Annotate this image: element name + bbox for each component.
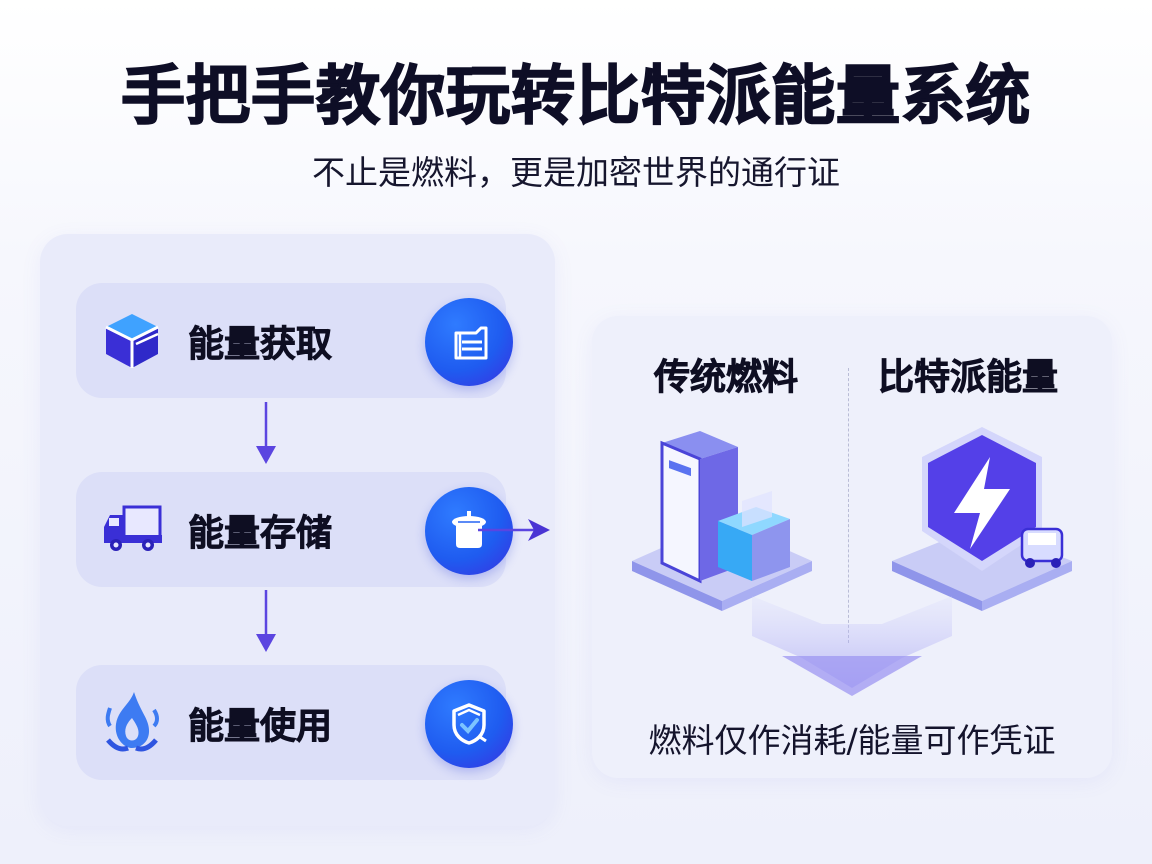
divider: [848, 368, 849, 643]
truck-icon: [104, 505, 162, 551]
arrow-down-icon: [256, 402, 276, 464]
merge-arrow-icon: [752, 596, 952, 696]
energy-flow-panel: 能量获取 能量存储: [40, 234, 555, 826]
comparison-caption: 燃料仅作消耗/能量可作凭证: [648, 721, 1056, 760]
flow-step-store[interactable]: 能量存储: [76, 472, 513, 587]
step-badge[interactable]: [425, 298, 513, 386]
storage-jar-icon: [452, 511, 486, 548]
arrow-down-icon: [256, 590, 276, 652]
shield-check-icon: [452, 703, 487, 745]
step-badge[interactable]: [425, 680, 513, 768]
flame-icon: [105, 692, 159, 752]
step-label: 能量使用: [188, 705, 333, 747]
traditional-fuel-title: 传统燃料: [653, 357, 799, 399]
flow-step-use[interactable]: 能量使用: [76, 665, 513, 780]
server-tower-icon: [632, 431, 812, 611]
bitpie-energy-title: 比特派能量: [877, 357, 1059, 399]
lightning-hexagon-icon: [892, 427, 1072, 611]
flow-step-acquire[interactable]: 能量获取: [76, 283, 513, 398]
page-title: 手把手教你玩转比特派能量系统: [120, 59, 1031, 135]
cube-icon: [105, 314, 159, 368]
comparison-panel: 传统燃料 比特派能量: [592, 316, 1112, 778]
step-label: 能量获取: [188, 323, 333, 365]
wallet-icon: [454, 326, 488, 360]
step-label: 能量存储: [188, 512, 333, 554]
arrow-right-icon: [478, 519, 550, 541]
page-subtitle: 不止是燃料，更是加密世界的通行证: [312, 153, 840, 192]
